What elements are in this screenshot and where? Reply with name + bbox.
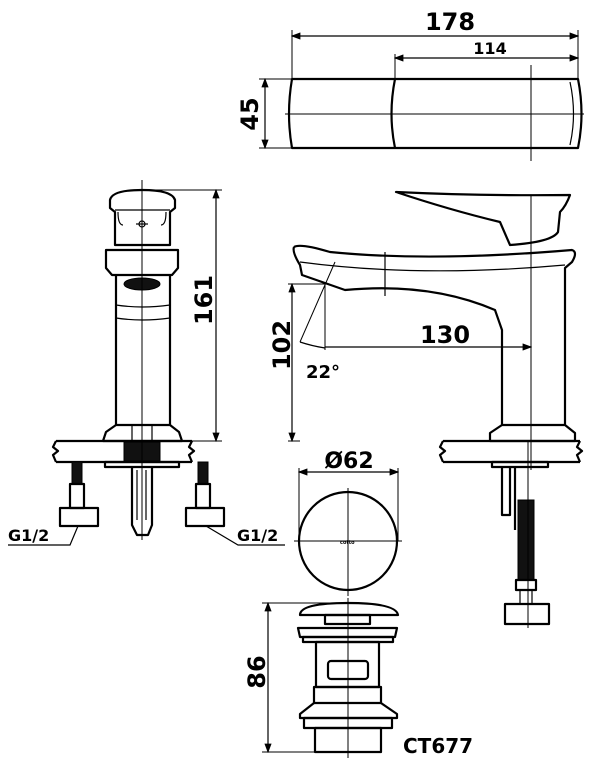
side-view: 102 130 22° xyxy=(268,190,584,628)
dim-spout-angle: 22° xyxy=(306,362,340,383)
dim-width: 45 xyxy=(236,97,264,130)
drain-top-view: cotto Ø62 xyxy=(294,449,402,596)
model-number: CT677 xyxy=(403,734,473,758)
dim-height: 161 xyxy=(190,275,218,325)
dim-drain-diameter: Ø62 xyxy=(324,449,373,474)
drain-side-view: 86 CT677 xyxy=(243,598,473,758)
brand-logo: cotto xyxy=(340,540,355,546)
dim-overall-length: 178 xyxy=(425,8,475,36)
dim-handle-length: 114 xyxy=(473,39,506,58)
front-view: 161 G1/2 G1/2 xyxy=(8,180,285,546)
dim-spout-height: 102 xyxy=(268,320,296,370)
dim-spout-reach: 130 xyxy=(420,321,470,349)
top-view: 178 114 45 xyxy=(236,8,584,161)
connection-left-label: G1/2 xyxy=(8,526,49,545)
connection-right-label: G1/2 xyxy=(237,526,278,545)
dim-drain-height: 86 xyxy=(243,655,271,688)
